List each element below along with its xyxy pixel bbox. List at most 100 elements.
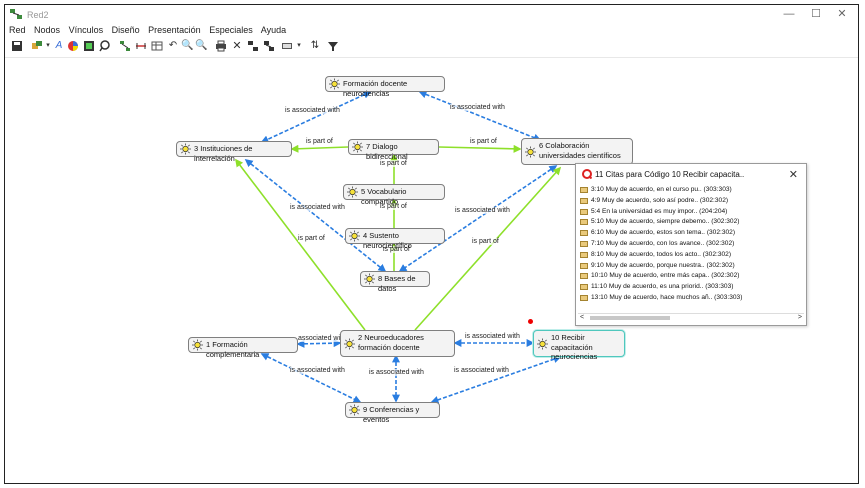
code-sun-icon	[347, 186, 358, 198]
node-bases-de-datos[interactable]: 8 Bases de datos	[360, 271, 430, 293]
menu-red[interactable]: Red	[9, 25, 26, 35]
toolbar: ▾ A ↶ 🔍 🔍 ✕ ▾ ⇅	[9, 39, 409, 55]
edge-label: is part of	[298, 235, 325, 242]
sort-icon[interactable]: ⇅	[310, 40, 320, 51]
scroll-right-icon[interactable]: >	[797, 314, 802, 321]
scroll-left-icon[interactable]: <	[580, 314, 585, 321]
comment-icon[interactable]	[99, 40, 111, 52]
menu-vinculos[interactable]: Vínculos	[68, 25, 104, 35]
code-sun-icon	[525, 146, 536, 157]
node-dialogo-bidireccional[interactable]: 7 Dialogo bidireccional	[348, 139, 439, 161]
filter-icon[interactable]	[327, 40, 339, 52]
node-neuroeducadores-formacion-docente[interactable]: 2 Neuroeducadores formación docente	[340, 330, 455, 357]
minimize-button[interactable]: —	[783, 8, 795, 20]
edge-label: is associated with	[454, 367, 509, 374]
menu-presentacion[interactable]: Presentación	[148, 25, 201, 35]
color-icon[interactable]	[67, 40, 79, 52]
quotation-item[interactable]: 4:9 Muy de acuerdo, solo así podre.. (30…	[580, 196, 802, 207]
code-sun-icon	[329, 78, 340, 90]
quotations-popup: 11 Citas para Código 10 Recibir capacita…	[575, 163, 807, 326]
title-bar: Red2 — ☐ ✕	[5, 5, 858, 25]
popup-header: 11 Citas para Código 10 Recibir capacita…	[582, 169, 744, 179]
grid-icon[interactable]	[83, 40, 95, 52]
display-icon[interactable]	[281, 40, 293, 52]
edge-label: is associated with	[290, 367, 345, 374]
dropdown-arrow-icon[interactable]: ▾	[46, 42, 50, 49]
node-sustento-neurocientifico[interactable]: 4 Sustento neurocientífico	[345, 228, 445, 250]
node-formacion-docente-neurociencias[interactable]: Formación docente neurociencias	[325, 76, 445, 98]
quotation-item[interactable]: 7:10 Muy de acuerdo, con los avance.. (3…	[580, 239, 802, 250]
dropdown-arrow-icon[interactable]: ▾	[297, 42, 301, 49]
edge-n1-n9	[260, 353, 362, 403]
node-label: 10 Recibir capacitación neurociencias	[551, 333, 598, 361]
quotation-icon	[582, 169, 592, 179]
node-label: Formación docente neurociencias	[343, 79, 408, 98]
quotation-doc-icon	[580, 251, 588, 258]
layout2-icon[interactable]	[263, 40, 275, 52]
save-icon[interactable]	[11, 40, 23, 52]
quotation-doc-icon	[580, 262, 588, 269]
quotation-doc-icon	[580, 284, 588, 291]
node-label: 3 Instituciones de interrelación	[194, 144, 253, 163]
text-icon[interactable]: A	[55, 40, 63, 51]
quotation-item[interactable]: 5:4 En la universidad es muy impor.. (20…	[580, 207, 802, 218]
code-sun-icon	[180, 143, 191, 155]
edge-label: is associated with	[285, 107, 340, 114]
edge-label: is part of	[380, 160, 407, 167]
menu-especiales[interactable]: Especiales	[209, 25, 253, 35]
quotation-doc-icon	[580, 273, 588, 280]
code-sun-icon	[352, 141, 363, 153]
node-formacion-complementaria[interactable]: 1 Formación complementaria	[188, 337, 298, 359]
edge-n7-n6	[438, 144, 522, 153]
node-colaboracion-universidades[interactable]: 6 Colaboración universidades científicos	[521, 138, 633, 165]
quotation-item[interactable]: 13:10 Muy de acuerdo, hace muchos añ.. (…	[580, 293, 802, 304]
menu-ayuda[interactable]: Ayuda	[260, 25, 287, 35]
node-conferencias-y-eventos[interactable]: 9 Conferencias y eventos	[345, 402, 440, 424]
quotation-item[interactable]: 11:10 Muy de acuerdo, es una priorid.. (…	[580, 282, 802, 293]
delete-icon[interactable]: ✕	[232, 40, 242, 52]
selection-handle[interactable]	[528, 319, 533, 324]
edge-label: is associated with	[290, 204, 345, 211]
quotation-doc-icon	[580, 219, 588, 226]
quotation-item[interactable]: 9:10 Muy de acuerdo, porque nuestra.. (3…	[580, 261, 802, 272]
node-label: 8 Bases de datos	[378, 274, 416, 293]
quotation-item[interactable]: 5:10 Muy de acuerdo, siempre debemo.. (3…	[580, 217, 802, 228]
node-label: 9 Conferencias y eventos	[363, 405, 420, 424]
edge-fdn-n3	[260, 91, 372, 143]
print-icon[interactable]	[215, 40, 227, 52]
edge-n6-n8	[398, 165, 558, 272]
edge-n7-n3	[290, 144, 349, 153]
quotation-item[interactable]: 3:10 Muy de acuerdo, en el curso pu.. (3…	[580, 185, 802, 196]
menu-nodos[interactable]: Nodos	[34, 25, 61, 35]
quotation-item[interactable]: 10:10 Muy de acuerdo, entre más capa.. (…	[580, 271, 802, 282]
popup-close-button[interactable]: ✕	[788, 169, 798, 181]
network-icon[interactable]	[119, 40, 131, 52]
network-app-icon	[10, 9, 22, 19]
edge-label: is part of	[383, 246, 410, 253]
maximize-button[interactable]: ☐	[811, 8, 821, 20]
link-icon[interactable]	[135, 40, 147, 52]
nodes-icon[interactable]	[31, 40, 43, 52]
node-recibir-capacitacion[interactable]: 10 Recibir capacitación neurociencias	[533, 330, 625, 361]
table-icon[interactable]	[151, 40, 163, 52]
close-button[interactable]: ✕	[837, 8, 847, 20]
quotation-item[interactable]: 8:10 Muy de acuerdo, todos los acto.. (3…	[580, 250, 802, 261]
node-label: 2 Neuroeducadores formación docente	[358, 333, 424, 352]
menu-diseno[interactable]: Diseño	[111, 25, 140, 35]
layout-icon[interactable]	[247, 40, 259, 52]
quotation-item[interactable]: 6:10 Muy de acuerdo, estos son tema.. (3…	[580, 228, 802, 239]
edge-fdn-n6	[418, 90, 542, 142]
node-vocabulario-compartido[interactable]: 5 Vocabulario compartido	[343, 184, 445, 206]
edge-n3-n8	[244, 159, 387, 272]
edge-label: is part of	[472, 238, 499, 245]
edge-label: is associated with	[369, 369, 424, 376]
edge-label: is part of	[380, 203, 407, 210]
zoom-in-icon[interactable]: 🔍	[181, 40, 194, 51]
scroll-thumb[interactable]	[590, 316, 670, 320]
horizontal-scrollbar[interactable]: < >	[578, 313, 804, 323]
zoom-out-icon[interactable]: 🔍	[195, 40, 208, 51]
node-instituciones-interrelacion[interactable]: 3 Instituciones de interrelación	[176, 141, 292, 163]
code-sun-icon	[537, 338, 548, 349]
menu-bar: Red Nodos Vínculos Diseño Presentación E…	[9, 25, 292, 38]
rotate-icon[interactable]: ↶	[168, 40, 178, 51]
